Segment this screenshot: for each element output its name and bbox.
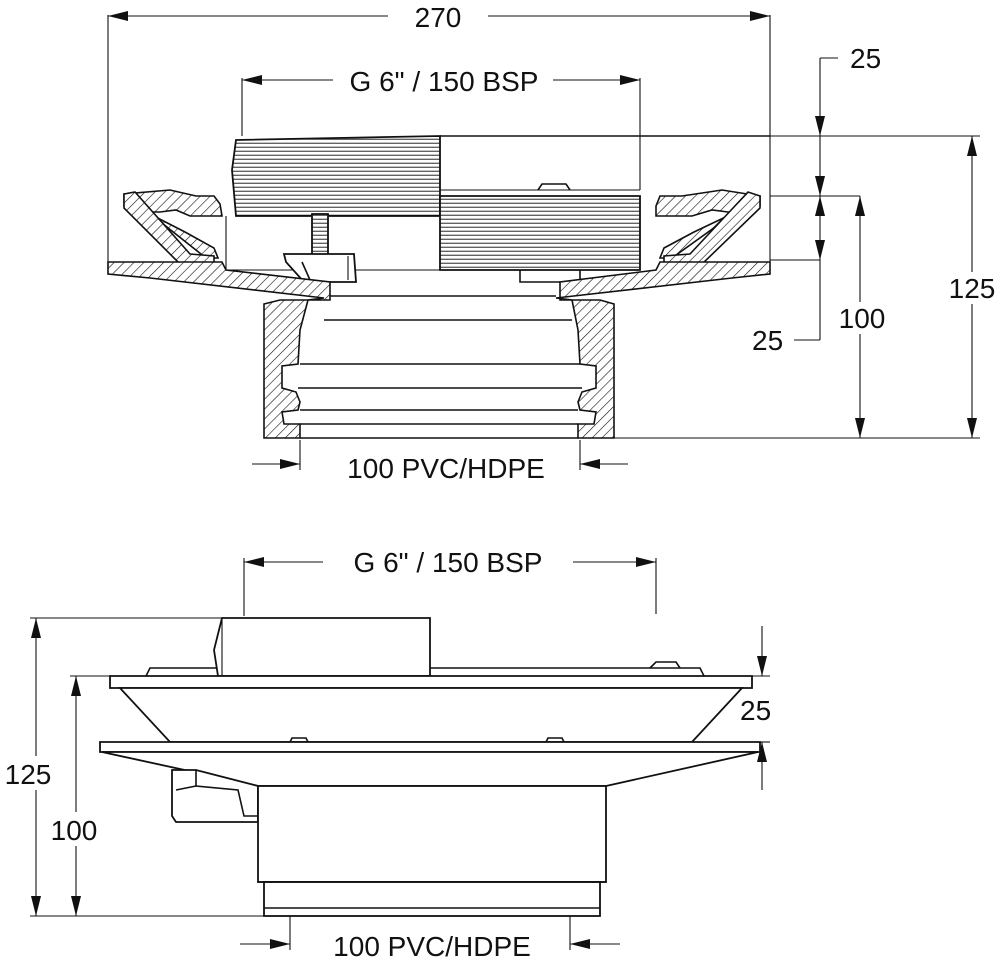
mid-height-label: 100 (839, 303, 886, 334)
elevation-grating (109, 675, 753, 743)
width-label: 270 (415, 2, 462, 33)
elevation-total-height-label: 125 (5, 759, 52, 790)
top-offset-label: 25 (850, 43, 881, 74)
outlet-label: 100 PVC/HDPE (347, 453, 545, 484)
elevation-thread-dimension: G 6" / 150 BSP (243, 547, 657, 616)
elevation-outlet-dimension: 100 PVC/HDPE (240, 916, 620, 962)
lower-offset-label: 25 (752, 325, 783, 356)
grating-flange-right (655, 189, 761, 267)
thread-dimension: G 6" / 150 BSP (241, 66, 641, 190)
elevation-body (257, 785, 607, 917)
elevation-flange-dimension: 25 (740, 626, 771, 790)
elevation-mid-height-label: 100 (51, 815, 98, 846)
clamp-bolt (282, 213, 357, 283)
elevation-flange (99, 737, 761, 787)
drain-body-section (107, 261, 771, 439)
elevation-outlet-label: 100 PVC/HDPE (333, 931, 531, 962)
threaded-insert (225, 135, 770, 283)
elevation-flange-label: 25 (740, 695, 771, 726)
grating-flange-left (123, 189, 223, 267)
thread-label: G 6" / 150 BSP (350, 66, 539, 97)
total-height-label: 125 (949, 273, 996, 304)
right-dimensions: 25 25 100 125 (440, 43, 1000, 439)
elevation-left-dimensions: 125 100 (0, 617, 264, 917)
width-dimension: 270 (107, 2, 771, 268)
elevation-view: G 6" / 150 BSP (0, 547, 771, 962)
section-view: 270 G 6" / 150 BSP (107, 2, 1000, 484)
outlet-dimension: 100 PVC/HDPE (252, 440, 628, 484)
elevation-insert (145, 617, 705, 677)
elevation-thread-label: G 6" / 150 BSP (354, 547, 543, 578)
